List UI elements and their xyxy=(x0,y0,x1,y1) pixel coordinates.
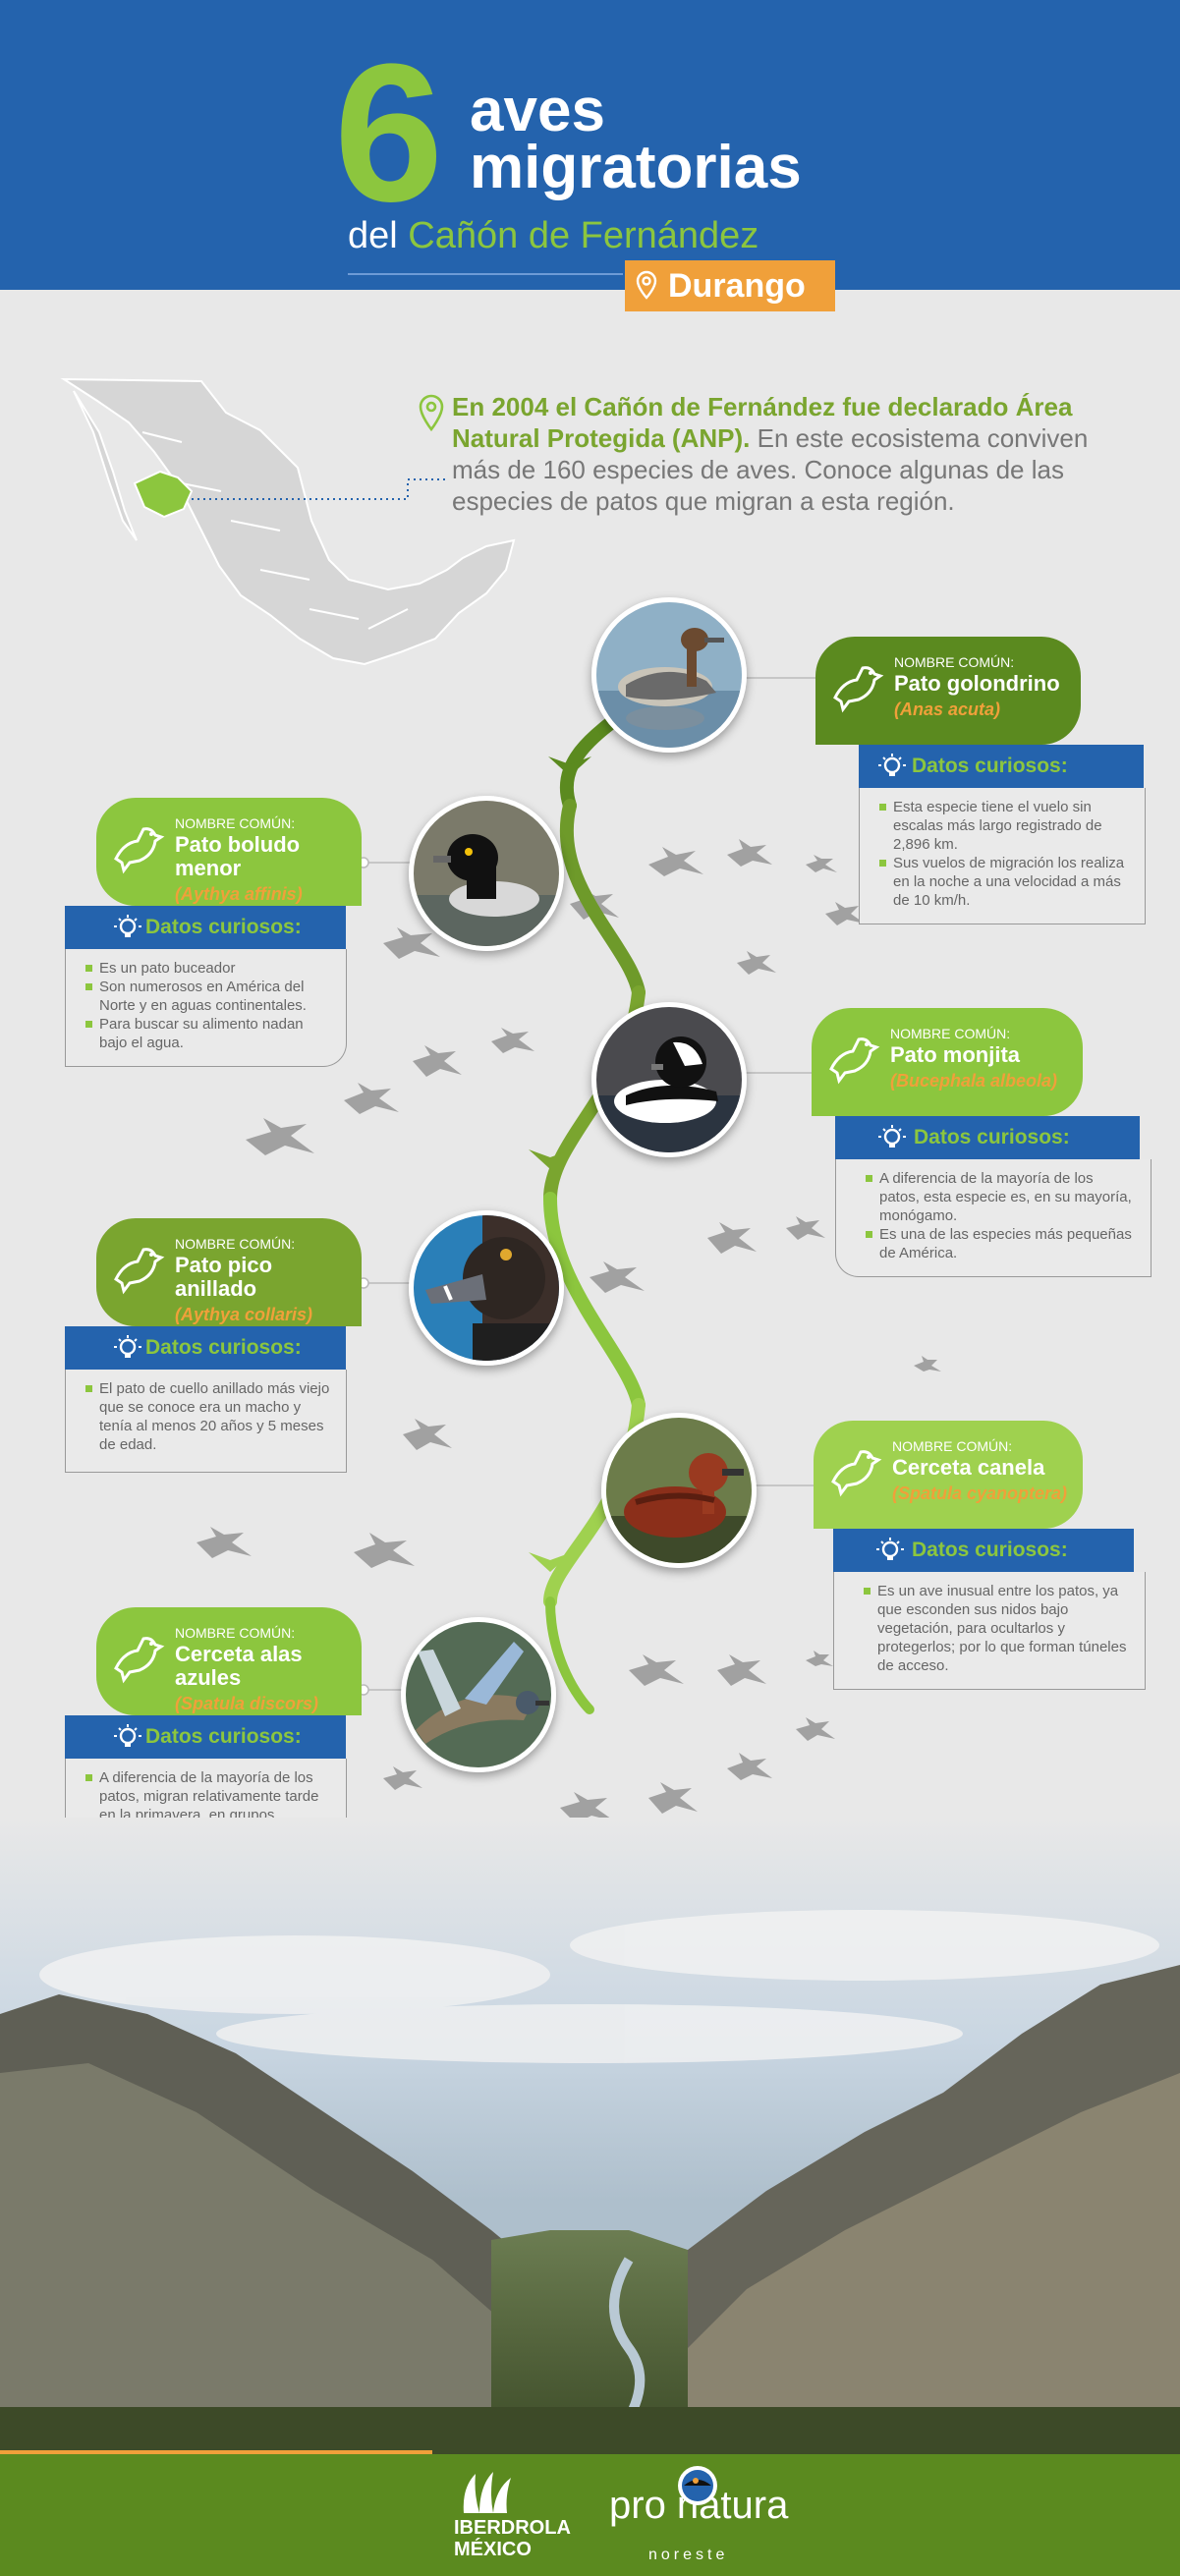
facts-heading: Datos curiosos: xyxy=(145,1336,302,1359)
bird-name: Pato golondrino(Anas acuta) xyxy=(894,672,1071,721)
photo-pato-golondrino xyxy=(591,597,747,753)
card-header: NOMBRE COMÚN: Pato golondrino(Anas acuta… xyxy=(815,637,1081,745)
card-pato-monjita: NOMBRE COMÚN: Pato monjita(Bucephala alb… xyxy=(812,1008,1152,1277)
pronatura-logo-icon xyxy=(678,2466,717,2505)
title-underline xyxy=(348,273,623,275)
common-name-label: NOMBRE COMÚN: xyxy=(175,815,296,831)
card-pato-boludo-menor: NOMBRE COMÚN: Pato boludo menor(Aythya a… xyxy=(65,798,362,1067)
fact-item: Es un ave inusual entre los patos, ya qu… xyxy=(864,1582,1131,1675)
common-name-label: NOMBRE COMÚN: xyxy=(890,1026,1011,1041)
photo-cerceta-canela xyxy=(601,1413,757,1568)
pronatura-logo-subtitle: noreste xyxy=(648,2547,729,2563)
facts-heading-bar: Datos curiosos: xyxy=(65,1715,346,1759)
bird-icon xyxy=(114,827,165,874)
card-pato-golondrino: NOMBRE COMÚN: Pato golondrino(Anas acuta… xyxy=(815,637,1146,924)
title-prefix: del xyxy=(348,215,398,256)
title-line-3: del Cañón de Fernández xyxy=(348,214,759,257)
bird-icon xyxy=(829,1037,880,1085)
scientific-name: (Anas acuta) xyxy=(894,700,1001,719)
fact-item: Para buscar su alimento nadan bajo el ag… xyxy=(85,1015,332,1052)
card-header: NOMBRE COMÚN: Pato pico anillado(Aythya … xyxy=(96,1218,362,1326)
facts-heading: Datos curiosos: xyxy=(145,1725,302,1748)
fact-item: Es una de las especies más pequeñas de A… xyxy=(866,1225,1137,1262)
fact-item: Es un pato buceador xyxy=(85,959,332,978)
facts-list: El pato de cuello anillado más viejo que… xyxy=(65,1370,347,1473)
location-pin-icon xyxy=(636,270,657,300)
lightbulb-icon xyxy=(114,1724,141,1747)
bird-name: Cerceta canela(Spatula cyanoptera) xyxy=(892,1456,1079,1505)
scientific-name: (Spatula cyanoptera) xyxy=(892,1484,1068,1503)
facts-list: Es un ave inusual entre los patos, ya qu… xyxy=(833,1572,1146,1690)
fact-item: A diferencia de la mayoría de los patos,… xyxy=(866,1169,1137,1225)
common-name-label: NOMBRE COMÚN: xyxy=(175,1625,296,1641)
location-pin-icon xyxy=(419,394,444,432)
fact-item: Sus vuelos de migración los realiza en l… xyxy=(879,854,1131,910)
flying-birds-decoration xyxy=(197,839,941,1818)
photo-pato-pico-anillado xyxy=(409,1210,564,1366)
lightbulb-icon xyxy=(114,1335,141,1358)
header-banner xyxy=(0,0,1180,290)
iberdrola-logo-icon xyxy=(463,2472,511,2513)
bird-name: Pato pico anillado(Aythya collaris) xyxy=(175,1254,352,1326)
timeline-spine xyxy=(197,671,941,1818)
lightbulb-icon xyxy=(878,754,906,776)
intro-text: En este ecosistema conviven más de 160 e… xyxy=(452,423,1089,516)
card-cerceta-canela: NOMBRE COMÚN: Cerceta canela(Spatula cya… xyxy=(814,1421,1146,1690)
intro-highlight: En 2004 el Cañón de Fernández fue declar… xyxy=(452,392,1073,453)
bird-icon xyxy=(114,1248,165,1295)
title-line-2: migratorias xyxy=(470,134,802,201)
card-header: NOMBRE COMÚN: Pato monjita(Bucephala alb… xyxy=(812,1008,1083,1116)
facts-heading: Datos curiosos: xyxy=(145,916,302,938)
title-place: Cañón de Fernández xyxy=(408,215,759,256)
facts-heading-bar: Datos curiosos: xyxy=(65,1326,346,1370)
facts-list: A diferencia de la mayoría de los patos,… xyxy=(835,1159,1152,1277)
footer-accent-stripe xyxy=(0,2450,432,2456)
card-header: NOMBRE COMÚN: Cerceta alas azules(Spatul… xyxy=(96,1607,362,1715)
photo-pato-monjita xyxy=(591,1002,747,1157)
bird-icon xyxy=(831,1450,882,1497)
common-name-label: NOMBRE COMÚN: xyxy=(892,1438,1013,1454)
scientific-name: (Spatula discors) xyxy=(175,1694,319,1713)
bird-name: Cerceta alas azules(Spatula discors) xyxy=(175,1643,352,1715)
photo-cerceta-alas-azules xyxy=(401,1617,556,1772)
facts-heading: Datos curiosos: xyxy=(912,755,1068,777)
common-name-label: NOMBRE COMÚN: xyxy=(894,654,1015,670)
scientific-name: (Bucephala albeola) xyxy=(890,1071,1058,1091)
fact-item: Esta especie tiene el vuelo sin escalas … xyxy=(879,798,1131,854)
bird-name: Pato boludo menor(Aythya affinis) xyxy=(175,833,352,906)
facts-heading-bar: Datos curiosos: xyxy=(65,906,346,949)
facts-heading-bar: Datos curiosos: xyxy=(859,745,1144,788)
lightbulb-icon xyxy=(114,915,141,937)
scientific-name: (Aythya collaris) xyxy=(175,1305,313,1324)
fact-item: El pato de cuello anillado más viejo que… xyxy=(85,1379,332,1454)
state-name: Durango xyxy=(668,267,806,305)
facts-heading-bar: Datos curiosos: xyxy=(833,1529,1134,1572)
facts-list: Esta especie tiene el vuelo sin escalas … xyxy=(859,788,1146,924)
facts-heading: Datos curiosos: xyxy=(912,1539,1068,1561)
mexico-map xyxy=(60,377,516,666)
title-number: 6 xyxy=(334,24,443,243)
intro-paragraph: En 2004 el Cañón de Fernández fue declar… xyxy=(452,391,1116,517)
title-line-1: aves xyxy=(470,77,605,144)
scientific-name: (Aythya affinis) xyxy=(175,884,303,904)
state-badge: Durango xyxy=(625,260,835,311)
canyon-landscape-image xyxy=(0,1818,1180,2456)
bird-name: Pato monjita(Bucephala albeola) xyxy=(890,1043,1077,1092)
facts-heading: Datos curiosos: xyxy=(914,1126,1070,1148)
card-header: NOMBRE COMÚN: Pato boludo menor(Aythya a… xyxy=(96,798,362,906)
bird-icon xyxy=(114,1637,165,1684)
common-name-label: NOMBRE COMÚN: xyxy=(175,1236,296,1252)
lightbulb-icon xyxy=(878,1125,906,1148)
footer-bar xyxy=(0,2454,1180,2576)
lightbulb-icon xyxy=(876,1538,904,1560)
facts-heading-bar: Datos curiosos: xyxy=(835,1116,1140,1159)
card-header: NOMBRE COMÚN: Cerceta canela(Spatula cya… xyxy=(814,1421,1083,1529)
bird-icon xyxy=(833,666,884,713)
fact-item: Son numerosos en América del Norte y en … xyxy=(85,978,332,1015)
photo-pato-boludo-menor xyxy=(409,796,564,951)
card-pato-pico-anillado: NOMBRE COMÚN: Pato pico anillado(Aythya … xyxy=(65,1218,362,1473)
